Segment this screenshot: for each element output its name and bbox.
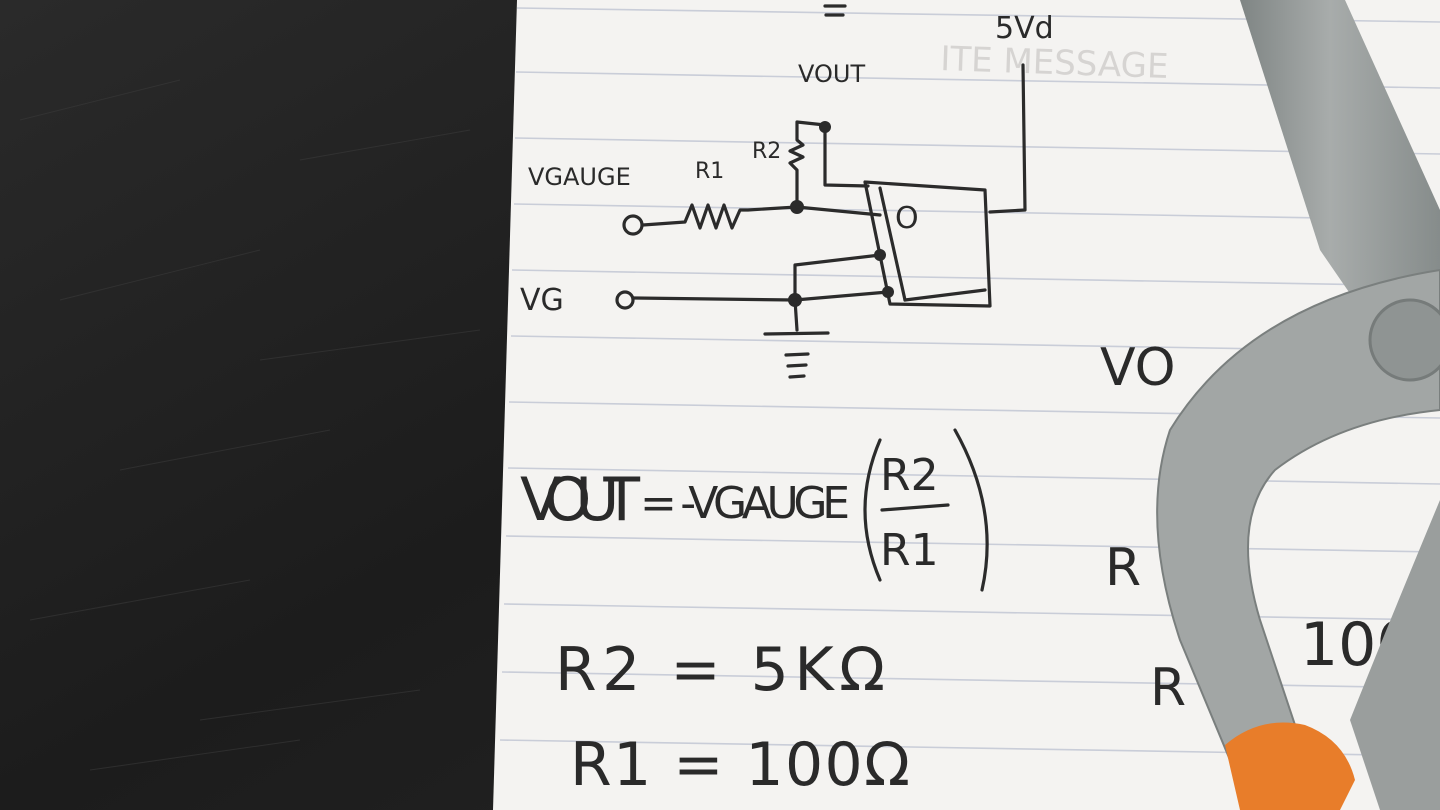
r1-label: R1 bbox=[695, 159, 724, 184]
output-wire bbox=[823, 125, 870, 188]
clamp-jaw bbox=[1156, 268, 1440, 762]
bleed-through-text: ITE MESSAGE bbox=[940, 39, 1169, 87]
gain-fraction-den: R1 bbox=[880, 525, 939, 576]
fraction-bar bbox=[880, 503, 950, 512]
r2-value: R2 = 5KΩ bbox=[555, 635, 885, 705]
supply-wire bbox=[988, 63, 1027, 214]
supply-label: 5Vd bbox=[995, 11, 1054, 46]
r2-resistor bbox=[788, 120, 827, 207]
gain-lhs: VOUT bbox=[520, 465, 640, 535]
clamp-orange-tip bbox=[1225, 722, 1355, 810]
clamp-upper-arm bbox=[1240, 0, 1440, 330]
right-r-partial-a: R bbox=[1105, 538, 1141, 598]
r1-value: R1 = 100Ω bbox=[570, 730, 910, 800]
opamp-label: O bbox=[895, 201, 919, 236]
ground-input-label: VG bbox=[520, 283, 564, 318]
r1-resistor bbox=[641, 203, 799, 230]
noninv-wire bbox=[793, 253, 882, 302]
opamp-body bbox=[863, 180, 992, 308]
right-r-partial-b: R bbox=[1150, 658, 1186, 718]
plastic-clamp bbox=[1156, 0, 1440, 810]
input-label: VGAUGE bbox=[528, 163, 631, 191]
right-paren bbox=[953, 428, 989, 592]
gain-fraction-num: R2 bbox=[880, 450, 939, 501]
circuit-schematic bbox=[615, 4, 1027, 379]
output-label: VOUT bbox=[798, 60, 865, 88]
clamp-lower-jaw bbox=[1350, 500, 1440, 810]
r2-label: R2 bbox=[752, 139, 781, 164]
left-paren bbox=[863, 438, 882, 582]
table-texture bbox=[19, 79, 481, 771]
gain-rhs: = -VGAUGE bbox=[640, 478, 850, 529]
ground-symbol bbox=[763, 331, 830, 336]
clamp-pivot bbox=[1368, 298, 1440, 382]
right-vout-partial: VO bbox=[1100, 338, 1176, 398]
